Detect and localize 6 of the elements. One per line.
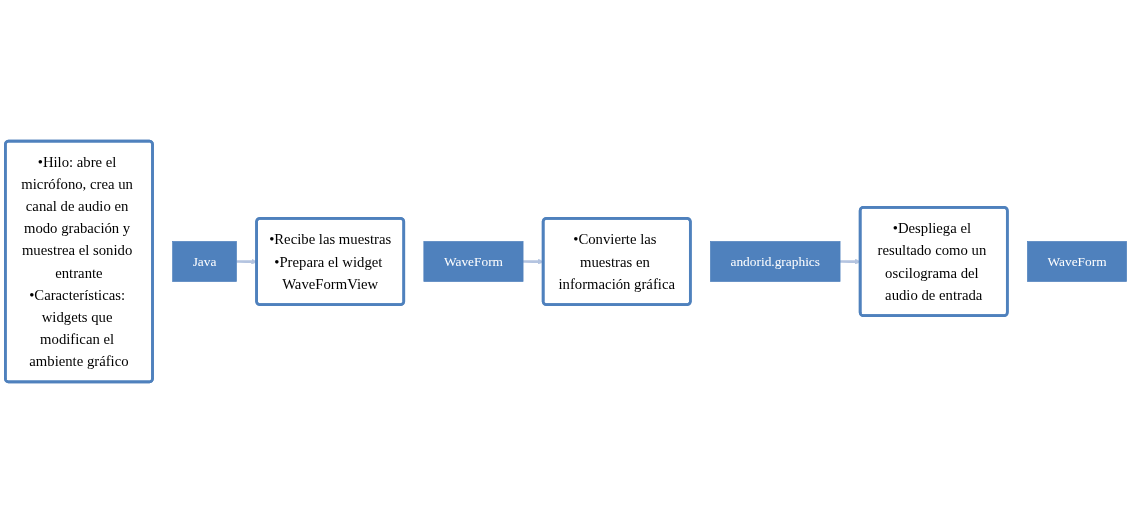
node-box: WaveForm [423,241,524,282]
arrow [840,258,861,265]
node-box: Java [172,241,237,282]
node-box: andorid.graphics [710,241,841,282]
arrow [523,258,544,265]
node-box: WaveForm [1027,241,1127,282]
